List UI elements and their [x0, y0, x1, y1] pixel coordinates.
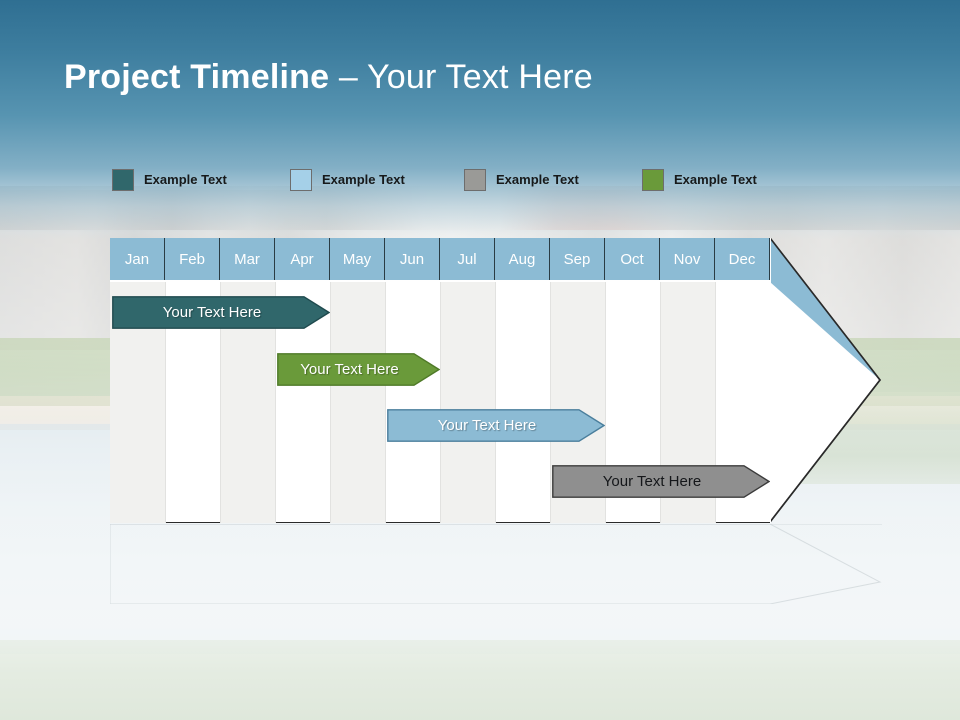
legend-item[interactable]: Example Text	[464, 169, 579, 191]
legend-item[interactable]: Example Text	[290, 169, 405, 191]
legend-swatch-icon	[642, 169, 664, 191]
month-header-sep[interactable]: Sep	[550, 238, 605, 281]
column-divider	[715, 281, 716, 523]
legend-label: Example Text	[674, 172, 757, 187]
column-divider	[660, 281, 661, 523]
column-divider	[495, 281, 496, 523]
column-divider	[330, 281, 331, 523]
column-divider	[385, 281, 386, 523]
month-header-nov[interactable]: Nov	[660, 238, 715, 281]
task-arrow-shape	[112, 296, 330, 329]
month-header-mar[interactable]: Mar	[220, 238, 275, 281]
legend-item[interactable]: Example Text	[112, 169, 227, 191]
task-arrow[interactable]: Your Text Here	[112, 296, 330, 329]
header-underline	[110, 280, 770, 282]
page-title: Project Timeline – Your Text Here	[64, 58, 593, 97]
month-header-jul[interactable]: Jul	[440, 238, 495, 281]
column-divider	[605, 281, 606, 523]
column-divider	[275, 281, 276, 523]
legend: Example Text Example Text Example Text Exam…	[112, 169, 852, 193]
month-header-feb[interactable]: Feb	[165, 238, 220, 281]
task-arrow-shape	[277, 353, 440, 386]
month-header-may[interactable]: May	[330, 238, 385, 281]
month-header-oct[interactable]: Oct	[605, 238, 660, 281]
legend-label: Example Text	[322, 172, 405, 187]
legend-swatch-icon	[290, 169, 312, 191]
column-divider	[165, 281, 166, 523]
background-sky-gradient	[0, 0, 960, 240]
column-divider	[550, 281, 551, 523]
task-arrow[interactable]: Your Text Here	[387, 409, 605, 442]
legend-label: Example Text	[496, 172, 579, 187]
column-band	[110, 238, 165, 523]
month-header-dec[interactable]: Dec	[715, 238, 770, 281]
month-header-apr[interactable]: Apr	[275, 238, 330, 281]
month-header-jan[interactable]: Jan	[110, 238, 165, 281]
legend-label: Example Text	[144, 172, 227, 187]
column-divider	[220, 281, 221, 523]
month-header-jun[interactable]: Jun	[385, 238, 440, 281]
month-header-aug[interactable]: Aug	[495, 238, 550, 281]
task-arrow[interactable]: Your Text Here	[277, 353, 440, 386]
page-title-light: – Your Text Here	[329, 58, 593, 96]
task-arrow[interactable]: Your Text Here	[552, 465, 770, 498]
column-divider	[440, 281, 441, 523]
legend-swatch-icon	[112, 169, 134, 191]
legend-item[interactable]: Example Text	[642, 169, 757, 191]
task-arrow-shape	[552, 465, 770, 498]
legend-swatch-icon	[464, 169, 486, 191]
column-band	[440, 238, 495, 523]
column-band	[220, 238, 275, 523]
task-arrow-shape	[387, 409, 605, 442]
page-title-bold: Project Timeline	[64, 58, 330, 96]
